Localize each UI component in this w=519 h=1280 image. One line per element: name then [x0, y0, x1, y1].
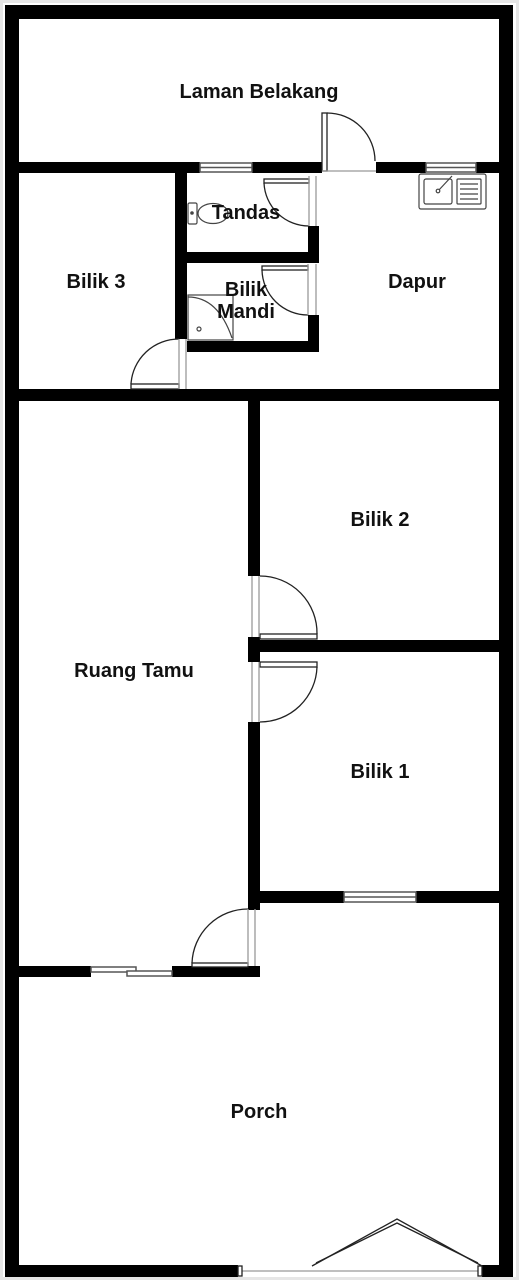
door-bilik1: [251, 661, 318, 723]
wall-rtamu-lower: [248, 722, 260, 910]
wall-front-left: [5, 966, 91, 977]
door-back: [321, 112, 376, 172]
window-front-sliding-b: [126, 970, 173, 977]
window-front-sliding-a: [90, 966, 137, 973]
door-bilik3: [130, 338, 187, 390]
room-label-ruang-tamu: Ruang Tamu: [74, 660, 194, 682]
wall-bilik1-bottom-right: [416, 891, 513, 903]
wall-bilik3-right-lower: [175, 264, 187, 339]
shower-icon: [187, 294, 234, 341]
outer-wall-bottom-right: [482, 1265, 513, 1277]
room-label-porch: Porch: [230, 1101, 288, 1123]
wall-front-right: [172, 966, 260, 977]
wall-tandas-right: [308, 226, 319, 256]
wall-mid-upper: [5, 389, 513, 401]
wall-bilik1-bottom-left: [248, 891, 344, 903]
wall-bilik2-bottom: [248, 640, 513, 652]
wall-rtamu-upper: [248, 399, 260, 576]
wall-backyard-left: [5, 162, 200, 173]
wall-backyard-right2: [476, 162, 513, 173]
room-label-tandas: Tandas: [211, 202, 281, 224]
wall-backyard-right1: [376, 162, 426, 173]
wall-backyard-mid: [252, 162, 322, 173]
room-label-bilik-2: Bilik 2: [350, 509, 410, 531]
door-bilik-mandi: [261, 264, 317, 316]
toilet-icon: [187, 202, 229, 225]
gate: [237, 1218, 483, 1277]
wall-bilik3-right: [175, 172, 187, 264]
door-porch: [191, 908, 256, 968]
wall-mandi-bottom: [187, 341, 319, 352]
doors: [130, 112, 483, 1277]
room-label-bilik-1: Bilik 1: [350, 761, 410, 783]
wall-tandas-bottom: [175, 252, 319, 263]
outer-wall-left: [5, 5, 19, 1275]
room-label-dapur: Dapur: [388, 271, 446, 293]
outer-wall-bottom-left: [5, 1265, 238, 1277]
sink-icon: [418, 173, 487, 210]
windows: [90, 162, 477, 977]
room-label-laman-belakang: Laman Belakang: [179, 81, 339, 103]
door-bilik2: [251, 575, 318, 640]
door-tandas: [263, 176, 317, 227]
walls: [5, 5, 513, 1277]
outer-wall-top: [5, 5, 513, 19]
room-label-bilik-mandi: Bilik Mandi: [217, 279, 275, 323]
room-label-bilik-3: Bilik 3: [66, 271, 126, 293]
wall-mandi-right: [308, 315, 319, 352]
